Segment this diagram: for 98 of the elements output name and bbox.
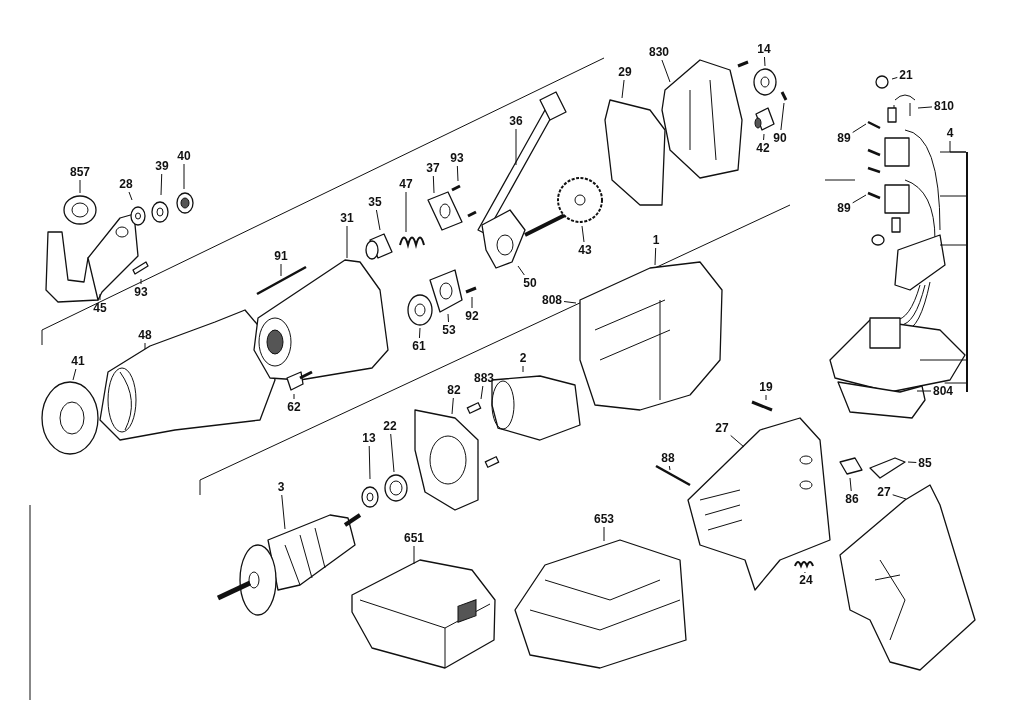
leader-line [432,175,435,194]
leader-line [522,365,524,373]
callout-number: 883 [473,371,495,385]
leader-line [405,191,407,233]
callout-number: 50 [522,276,538,290]
callout-number: 857 [69,165,91,179]
callout-number: 24 [798,573,814,587]
callout-number: 27 [714,421,730,435]
callout-number: 53 [441,323,457,337]
leader-line [852,194,867,204]
callout-number: 85 [917,456,933,470]
leader-line [603,526,605,542]
leader-line [661,59,671,83]
callout-number: 804 [932,384,954,398]
leader-line [917,106,933,109]
leader-line [763,133,765,141]
callout-number: 82 [446,383,462,397]
leader-line [140,278,142,285]
leader-line [654,247,657,266]
callout-number: 810 [933,99,955,113]
leader-line [390,433,395,473]
callout-number: 36 [508,114,524,128]
callout-number: 19 [758,380,774,394]
callout-number: 45 [92,301,108,315]
callout-number: 40 [176,149,192,163]
callout-number: 2 [518,351,528,365]
callout-number: 830 [648,45,670,59]
callout-number: 29 [617,65,633,79]
callout-number: 92 [464,309,480,323]
leader-line [368,445,371,480]
callout-number: 808 [541,293,563,307]
leader-line [763,56,766,67]
callout-number: 27 [876,485,892,499]
leader-line [160,173,163,196]
leader-line [471,296,473,309]
leader-line [780,102,785,131]
callout-number: 39 [154,159,170,173]
leader-line [730,435,745,448]
callout-number: 21 [898,68,914,82]
callout-number: 48 [137,328,153,342]
leader-line [293,393,295,400]
callout-number: 43 [577,243,593,257]
callout-number: 14 [756,42,772,56]
leader-line [72,368,77,381]
leader-line [418,327,421,339]
leader-line [451,397,454,415]
callout-number: 93 [133,285,149,299]
leader-line [621,79,625,99]
leader-line [907,461,917,463]
leader-line [128,191,133,201]
callout-number: 86 [844,492,860,506]
callout-number: 28 [118,177,134,191]
callout-number: 1 [651,233,661,247]
leader-line [346,225,348,259]
leader-line [517,265,525,276]
callout-number: 651 [403,531,425,545]
leader-line [480,385,484,400]
callout-number: 13 [361,431,377,445]
leader-line [79,179,81,194]
leader-line [916,390,932,392]
leader-line [183,163,185,190]
callout-number: 93 [449,151,465,165]
leader-line [456,165,459,182]
callout-number: 22 [382,419,398,433]
leader-line [949,140,967,153]
callout-number: 3 [276,480,286,494]
leader-line [413,545,415,565]
callout-number: 89 [836,131,852,145]
leader-line [281,494,286,530]
leader-line [668,465,671,471]
callout-number: 653 [593,512,615,526]
callout-number: 90 [772,131,788,145]
leader-line [765,394,767,401]
callout-number: 89 [836,201,852,215]
leader-line [144,342,146,350]
leader-line [280,263,282,277]
leader-line [447,313,449,323]
leader-line [581,225,585,243]
callout-number: 31 [339,211,355,225]
leader-line [891,77,898,80]
leader-line [99,293,101,301]
leader-line [849,477,852,492]
leader-line [563,301,577,304]
callout-number: 41 [70,354,86,368]
leader-line [944,382,967,384]
leader-line [515,128,517,166]
callout-number: 62 [286,400,302,414]
callout-number: 42 [755,141,771,155]
leader-line [852,123,867,133]
callout-number: 35 [367,195,383,209]
callout-number: 47 [398,177,414,191]
callout-number: 61 [411,339,427,353]
leader-line [892,494,907,500]
callout-number: 4 [945,126,955,140]
callout-number: 37 [425,161,441,175]
callout-number: 91 [273,249,289,263]
callout-number: 88 [660,451,676,465]
leader-line [375,209,381,231]
